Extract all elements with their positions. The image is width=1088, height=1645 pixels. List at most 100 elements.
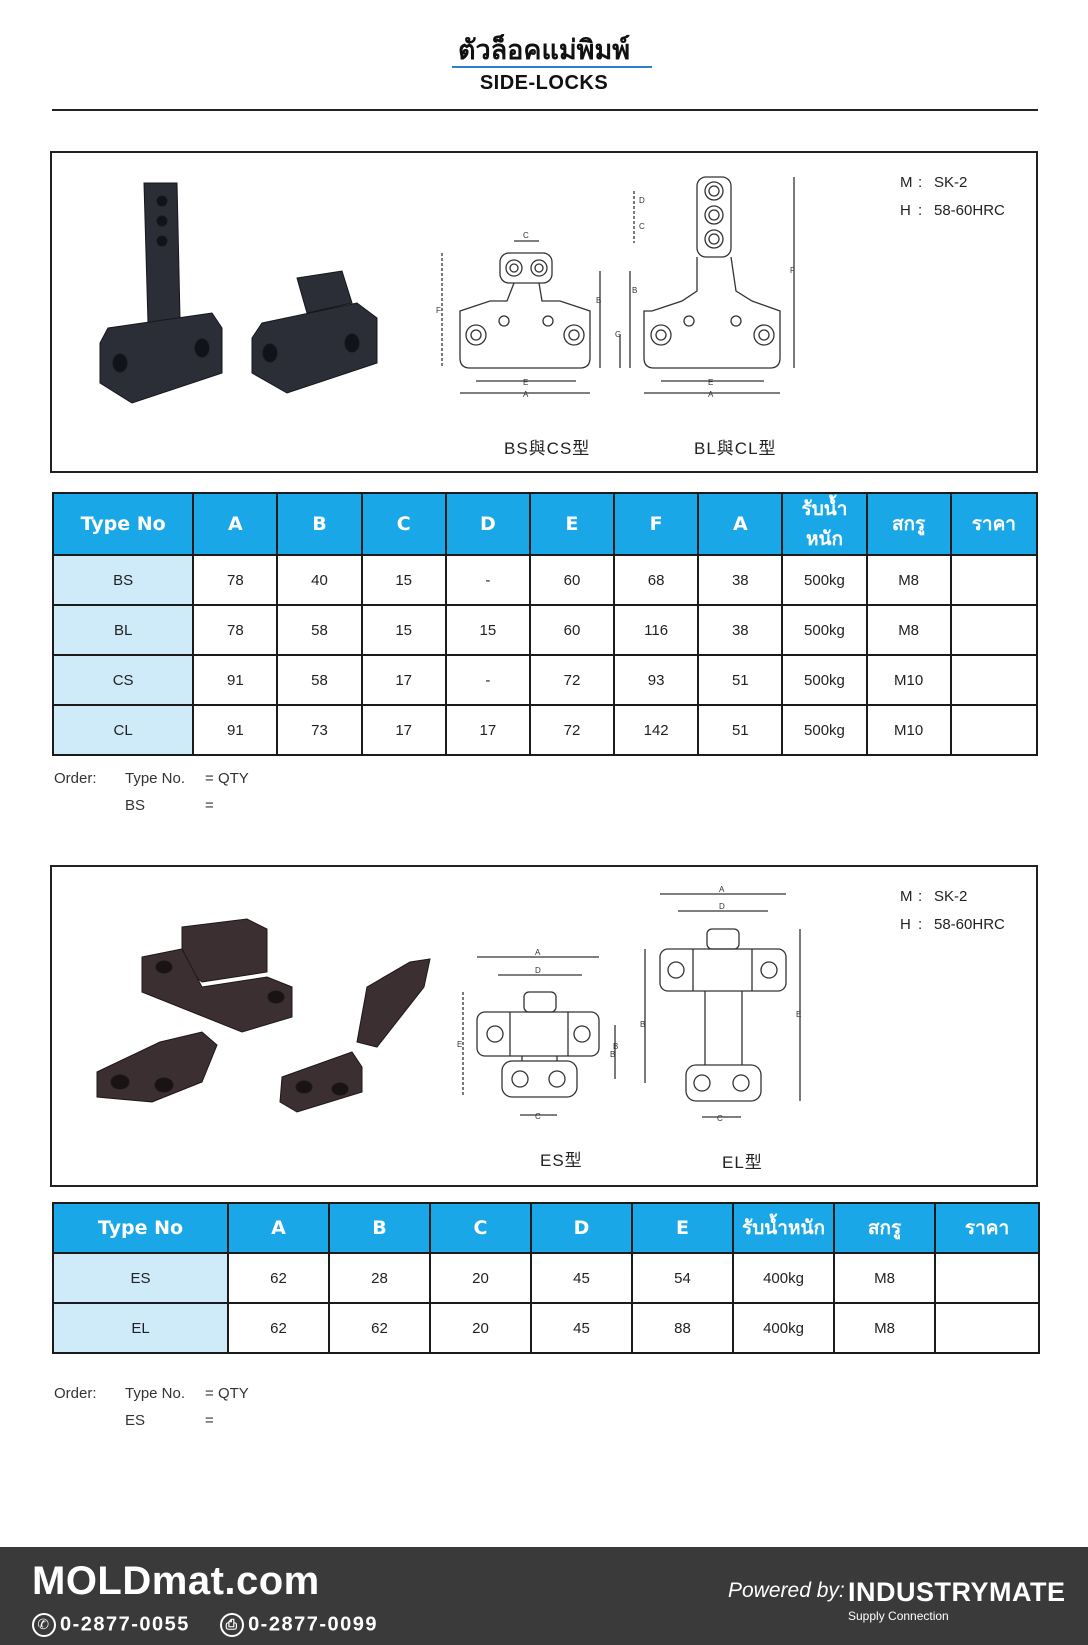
table-cell: 17: [360, 654, 447, 706]
table-cell: 38: [697, 554, 784, 606]
price-cell: [949, 604, 1039, 656]
footer-bar: MOLDmat.com ✆0-2877-0055 ⎙0-2877-0099 Po…: [0, 1547, 1088, 1645]
table-header-row: Type No A B C D E รับน้ำหนัก สกรู ราคา: [52, 1202, 1040, 1254]
column-header: ราคา: [949, 492, 1039, 556]
column-header: A: [697, 492, 784, 556]
partner-tagline: Supply Connection: [848, 1609, 949, 1623]
table-cell: 72: [528, 654, 616, 706]
table-cell: 62: [227, 1302, 330, 1354]
column-header: C: [360, 492, 447, 556]
table-cell: 73: [276, 704, 363, 756]
table-cell: M8: [865, 554, 952, 606]
svg-text:A: A: [535, 948, 541, 957]
svg-text:B: B: [632, 286, 637, 295]
order-format-bs: Order:Type No.= QTY BS=: [54, 765, 249, 819]
column-header: Type No: [51, 492, 195, 556]
svg-text:A: A: [523, 390, 529, 399]
phone-number[interactable]: 0-2877-0055: [60, 1613, 190, 1636]
table-cell: 17: [444, 704, 531, 756]
svg-text:G: G: [615, 330, 621, 339]
table-cell: 54: [631, 1252, 734, 1304]
brand-logo[interactable]: MOLDmat.com: [32, 1559, 320, 1603]
bl-cl-drawing: [629, 176, 795, 394]
svg-text:F: F: [790, 266, 795, 275]
svg-text:F: F: [436, 306, 441, 315]
table-cell: 15: [444, 604, 531, 656]
column-header: ราคา: [934, 1202, 1040, 1254]
hardness-value: 58-60HRC: [934, 916, 1005, 933]
table-cell: 91: [192, 704, 279, 756]
material-spec: M:SK-2 H:58-60HRC: [900, 888, 1005, 933]
table-cell: 88: [631, 1302, 734, 1354]
order-format-es: Order:Type No.= QTY ES=: [54, 1380, 249, 1434]
table-cell: -: [444, 654, 531, 706]
bl-photo: [99, 182, 223, 404]
partner-logo[interactable]: INDUSTRYMATE: [848, 1577, 1066, 1607]
table-cell: 15: [360, 604, 447, 656]
type-cell: BL: [51, 604, 195, 656]
material-value: SK-2: [934, 174, 968, 191]
material-value: SK-2: [934, 888, 968, 905]
table-cell: 78: [192, 604, 279, 656]
column-header: รับน้ำหนัก: [732, 1202, 835, 1254]
table-cell: 45: [530, 1302, 633, 1354]
type-cell: ES: [52, 1252, 229, 1304]
table-cell: M8: [833, 1252, 936, 1304]
svg-text:D: D: [639, 196, 645, 205]
column-header: B: [276, 492, 363, 556]
table-cell: 62: [227, 1252, 330, 1304]
svg-text:E: E: [708, 378, 713, 387]
table-cell: 58: [276, 654, 363, 706]
table-cell: 40: [276, 554, 363, 606]
table-cell: 78: [192, 554, 279, 606]
table-cell: 51: [697, 704, 784, 756]
price-cell: [949, 554, 1039, 606]
table-cell: 93: [613, 654, 700, 706]
svg-text:C: C: [523, 231, 529, 240]
column-header: F: [613, 492, 700, 556]
column-header: สกรู: [833, 1202, 936, 1254]
svg-text:A: A: [708, 390, 714, 399]
table-cell: 20: [429, 1252, 532, 1304]
svg-text:C: C: [639, 222, 645, 231]
side-lock-bs-spec-table: Type No A B C D E F A รับน้ำหนัก สกรู รา…: [51, 492, 1039, 756]
type-cell: CS: [51, 654, 195, 706]
table-cell: 60: [528, 554, 616, 606]
powered-by-label: Powered by:: [728, 1579, 845, 1602]
column-header: Type No: [52, 1202, 229, 1254]
column-header: D: [444, 492, 531, 556]
material-spec: M:SK-2 H:58-60HRC: [900, 174, 1005, 219]
table-cell: 400kg: [732, 1252, 835, 1304]
column-header: B: [328, 1202, 431, 1254]
price-cell: [949, 654, 1039, 706]
column-header: สกรู: [865, 492, 952, 556]
type-cell: EL: [52, 1302, 229, 1354]
table-cell: M10: [865, 704, 952, 756]
table-cell: 500kg: [781, 604, 868, 656]
table-cell: 500kg: [781, 704, 868, 756]
fax-number: 0-2877-0099: [248, 1613, 378, 1636]
bs-bl-illustration: CF BG EA DC BF EA: [99, 176, 795, 404]
svg-text:B: B: [610, 1050, 615, 1059]
caption-es: ES型: [540, 1151, 583, 1170]
price-cell: [934, 1302, 1040, 1354]
svg-text:B: B: [640, 1020, 645, 1029]
table-cell: -: [444, 554, 531, 606]
svg-text:D: D: [535, 966, 541, 975]
es-photo: [96, 918, 293, 1103]
svg-text:C: C: [535, 1112, 541, 1121]
table-cell: 400kg: [732, 1302, 835, 1354]
svg-text:B: B: [596, 296, 601, 305]
hardness-value: 58-60HRC: [934, 202, 1005, 219]
bs-cs-drawing: [441, 240, 621, 394]
table-cell: 28: [328, 1252, 431, 1304]
el-photo: [279, 958, 431, 1113]
price-cell: [934, 1252, 1040, 1304]
table-cell: 17: [360, 704, 447, 756]
table-cell: 60: [528, 604, 616, 656]
table-cell: 58: [276, 604, 363, 656]
